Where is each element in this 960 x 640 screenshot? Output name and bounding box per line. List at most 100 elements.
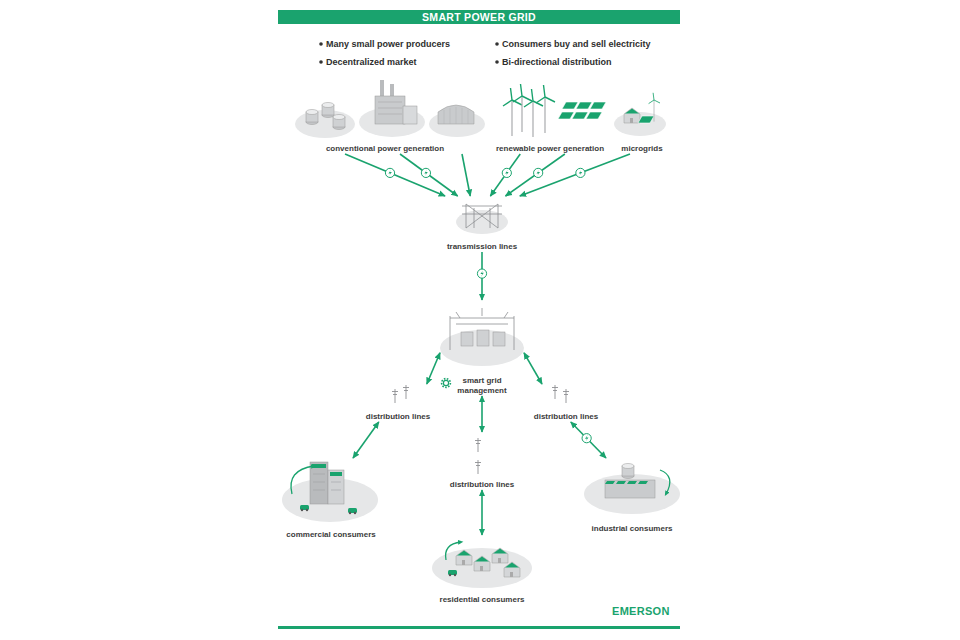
commercial-buildings	[313, 474, 341, 490]
renewable-plants	[503, 88, 522, 136]
renewable-plants	[536, 85, 555, 133]
bolt-symbol	[585, 435, 588, 441]
bullet-dots	[319, 60, 323, 64]
flow-arrow	[345, 154, 445, 196]
substation	[493, 332, 505, 346]
flow-arrow	[481, 490, 483, 535]
bolt-badge	[502, 168, 511, 177]
illustrated-node: residential consumers	[420, 535, 544, 605]
renewable-plants	[562, 102, 578, 109]
bolt-symbol	[424, 170, 427, 176]
industrial-plant	[660, 470, 670, 494]
conventional-plants	[295, 80, 485, 138]
connectors	[345, 154, 630, 535]
node-label: residential consumers	[420, 595, 544, 605]
residential-houses	[474, 556, 490, 571]
commercial-buildings	[291, 466, 314, 494]
node-label: transmission lines	[440, 242, 524, 252]
illustrated-node: commercial consumers	[276, 458, 386, 540]
distribution-poles	[475, 460, 481, 474]
node-label: microgrids	[612, 144, 672, 154]
flow-arrow	[462, 154, 470, 196]
bolt-badge	[582, 434, 591, 443]
illustrated-node: industrial consumers	[580, 458, 684, 534]
gear-icon	[442, 379, 451, 388]
illustrated-node: distribution lines	[434, 432, 530, 490]
bolt-badge	[421, 168, 430, 177]
bolt-badge	[534, 168, 543, 177]
flow-arrow	[520, 154, 630, 196]
renewable-plants	[576, 102, 592, 109]
bolt-symbol	[388, 170, 391, 176]
illustrated-node: microgrids	[612, 92, 672, 154]
substation	[461, 332, 473, 346]
bolt-badge	[534, 168, 543, 177]
conventional-plants	[378, 102, 402, 114]
residential-houses	[456, 550, 472, 565]
residential-houses	[492, 548, 508, 563]
commercial-buildings	[282, 462, 378, 522]
illustrated-node: renewable power generation	[488, 92, 612, 154]
flow-arrow	[571, 422, 606, 458]
conventional-plants	[380, 80, 384, 98]
microgrid-icon	[614, 93, 666, 136]
conventional-plants	[306, 110, 318, 125]
industrial-plant	[584, 464, 680, 515]
industrial-plant	[605, 480, 655, 498]
distribution-poles	[392, 389, 398, 403]
frame-bands	[278, 10, 680, 24]
conventional-plants	[333, 115, 345, 130]
substation	[477, 330, 489, 346]
substation	[450, 308, 514, 350]
brand-mark: EMERSON	[612, 605, 670, 617]
distribution-poles	[403, 385, 409, 399]
bolt-symbol	[579, 170, 582, 176]
bullet-dots	[495, 42, 499, 46]
conventional-plants	[444, 107, 468, 124]
bolt-badge	[477, 269, 486, 278]
bolt-badge	[576, 168, 585, 177]
bullet-dots	[319, 42, 323, 46]
illustrated-node: conventional power generation	[285, 92, 485, 154]
industrial-plant	[584, 474, 680, 514]
distribution-poles	[552, 385, 558, 399]
residential-houses	[448, 570, 457, 576]
node-label: smart grid management	[440, 376, 524, 396]
industrial-plant	[622, 464, 634, 479]
bullet-text: Many small power producers	[326, 38, 450, 50]
bolt-badge	[385, 168, 394, 177]
conventional-plants	[438, 105, 474, 124]
bullet-text: Bi-directional distribution	[502, 56, 612, 68]
bolt-badge	[582, 434, 591, 443]
flow-arrow	[481, 396, 483, 432]
diagram-title: SMART POWER GRID	[278, 10, 680, 24]
transmission-tower	[456, 204, 508, 234]
residential-houses	[504, 562, 520, 577]
bullet-dots	[495, 60, 499, 64]
industrial-plant	[605, 481, 648, 484]
flow-arrow	[400, 154, 458, 196]
bolt-symbol	[505, 170, 508, 176]
illustrated-node: distribution lines	[518, 384, 614, 422]
commercial-buildings	[300, 505, 309, 511]
renewable-plants	[524, 89, 543, 137]
node-label: commercial consumers	[276, 530, 386, 540]
illustrated-node: smart grid management	[440, 300, 524, 396]
renewable-plants	[572, 112, 588, 119]
distribution-poles	[563, 389, 569, 403]
gear-icon	[442, 379, 451, 388]
bolt-symbol	[537, 170, 540, 176]
transmission-tower	[462, 204, 502, 228]
conventional-plants	[403, 106, 417, 124]
distribution-poles	[475, 438, 481, 452]
node-label: distribution lines	[350, 412, 446, 422]
flow-arrow	[353, 422, 379, 458]
bolt-badge	[502, 168, 511, 177]
gear-icon	[443, 380, 448, 385]
commercial-buildings	[310, 462, 328, 504]
bolt-badge	[576, 168, 585, 177]
flow-arrow	[427, 353, 440, 384]
residential-houses	[432, 548, 532, 588]
